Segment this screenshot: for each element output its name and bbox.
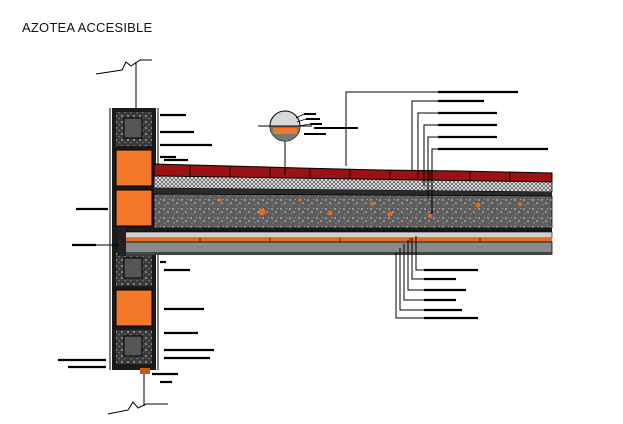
brick-upper [115,149,153,187]
leader-lines-wall-right [152,113,214,384]
drawing-title: AZOTEA ACCESIBLE [22,20,153,35]
insulation-layer [123,231,553,239]
brick-middle [115,189,153,227]
drain-detail [258,110,312,175]
leader-lines-drain [304,113,358,135]
leader-lines-top-right [345,90,548,214]
leader-lines-wall-left [58,207,108,369]
brick-lower [115,289,153,327]
membrane-layer [120,228,552,232]
break-line-top [95,59,152,110]
break-line-bottom [107,372,168,415]
leader-lines-bottom-right [395,236,478,320]
concrete-fill-layer [153,193,553,229]
roof-layers [118,163,553,256]
